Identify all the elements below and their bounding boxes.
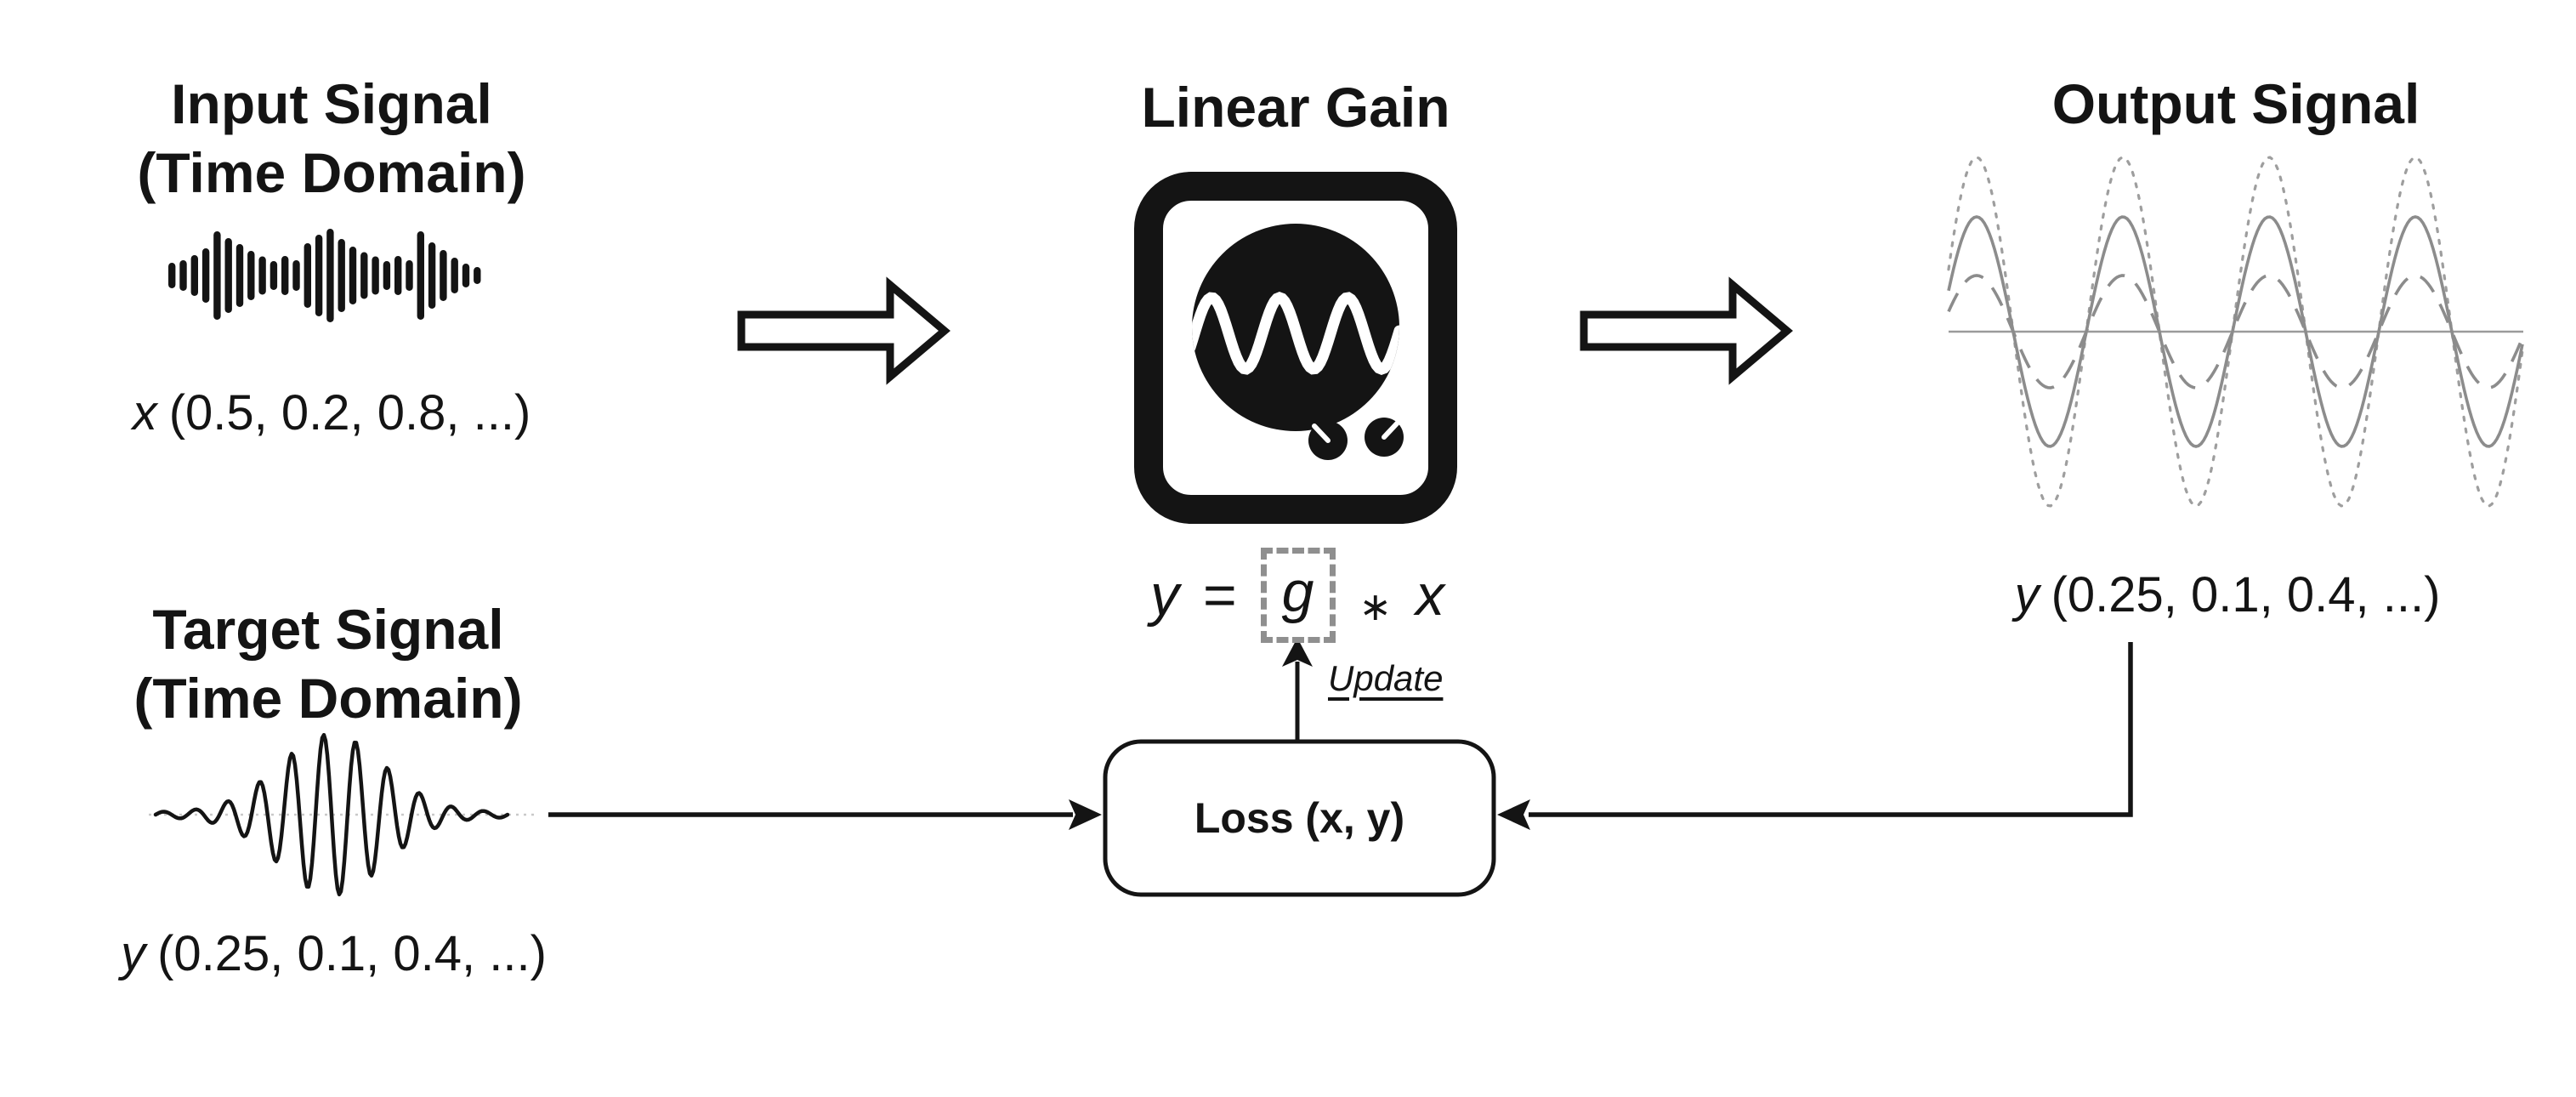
input-var: x [132,385,157,441]
output-values-label: y (0.25, 0.1, 0.4, ...) [1998,566,2457,623]
soundwave-bar [235,244,244,307]
target-to-loss-arrow [548,799,1102,830]
target-title-line1: Target Signal [152,598,504,661]
output-wave-dashed [1947,274,2524,389]
soundwave-bar [304,243,311,308]
soundwave-bar [394,256,402,295]
soundwave-bar [201,248,210,303]
formula-multiply: ∗ [1359,584,1393,628]
output-values: (0.25, 0.1, 0.4, ...) [2051,567,2441,622]
input-waveform-icon [168,229,481,322]
formula-lhs: y [1149,563,1179,628]
soundwave-bar [349,247,357,304]
input-values: (0.5, 0.2, 0.8, ...) [168,385,531,441]
flow-arrow-input-to-gain [737,276,950,385]
knob-pointer-left [1312,423,1331,443]
soundwave-bar [292,260,300,291]
soundwave-bar [451,258,458,293]
update-arrow [1282,638,1313,742]
soundwave-bar [247,251,255,300]
output-title: Output Signal [2051,72,2420,135]
gain-device-icon [1134,172,1457,524]
target-title: Target Signal (Time Domain) [116,595,541,732]
target-title-line2: (Time Domain) [133,666,523,730]
output-wave-solid [1947,215,2524,448]
output-to-loss-arrow [1497,642,2133,830]
soundwave-bar [372,256,379,295]
soundwave-bar [462,264,470,287]
soundwave-bar [190,255,198,296]
soundwave-bar [360,252,368,299]
input-title: Input Signal (Time Domain) [119,70,544,207]
target-var: y [121,926,146,981]
update-label: Update [1328,658,1444,698]
soundwave-bar [258,256,266,295]
formula-rhs: x [1416,563,1445,628]
loss-box [1103,739,1496,897]
input-title-line2: (Time Domain) [137,140,526,204]
gain-parameter-box: g [1260,548,1336,643]
soundwave-bar [326,229,334,322]
formula-equals: = [1202,563,1237,628]
soundwave-bar [213,231,221,320]
soundwave-bar [281,256,289,295]
soundwave-bar [168,263,176,288]
input-title-line1: Input Signal [171,72,492,135]
soundwave-bar [406,260,413,291]
soundwave-bar [315,235,323,316]
soundwave-bar [428,242,436,309]
gain-title: Linear Gain [1141,76,1450,139]
soundwave-bar [474,267,481,284]
soundwave-bar [179,260,187,291]
target-values: (0.25, 0.1, 0.4, ...) [157,926,547,981]
output-var: y [2014,567,2040,622]
gain-formula: y = g ∗ x [1102,548,1493,643]
soundwave-bar [383,261,391,290]
soundwave-bar [417,231,424,320]
flow-arrow-gain-to-output [1580,276,1793,385]
target-waveform [153,732,510,897]
soundwave-bar [338,239,345,312]
soundwave-bar [270,261,278,290]
knob-pointer-right [1382,420,1400,440]
gain-sine-icon [1192,292,1399,375]
soundwave-bar [440,250,447,301]
target-values-label: y (0.25, 0.1, 0.4, ...) [102,925,565,982]
formula-param: g [1281,560,1314,624]
input-values-label: x (0.5, 0.2, 0.8, ...) [102,384,561,441]
soundwave-bar [224,238,232,313]
loss-label: Loss (x, y) [1194,794,1405,842]
